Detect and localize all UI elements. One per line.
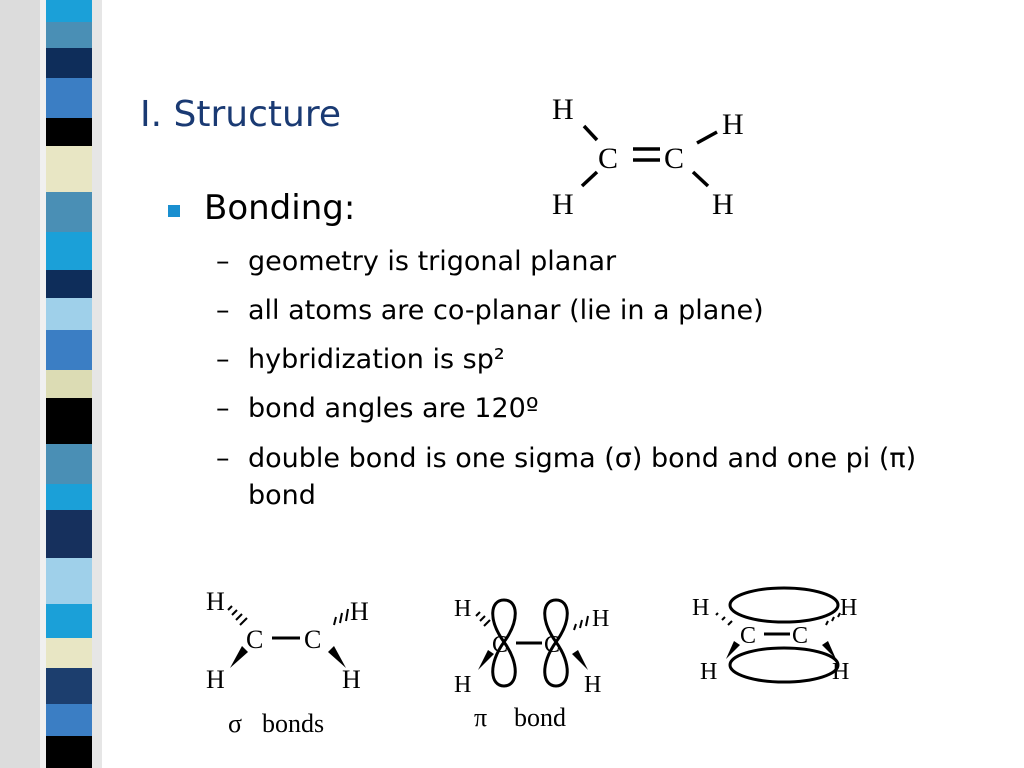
atom-c: C — [664, 142, 684, 175]
dash: – — [216, 295, 230, 326]
hashed-bond — [333, 608, 349, 626]
atom-h: H — [206, 665, 225, 694]
pi-bond-lobes — [728, 586, 840, 684]
hashed-bond — [715, 612, 733, 626]
atom-h: H — [840, 595, 857, 621]
double-bond-orbital-diagram: H H C C H H — [692, 586, 857, 685]
sub-item-text: hybridization is sp² — [248, 344, 505, 375]
pi-bond-diagram: H H C C H H π bond — [454, 596, 609, 732]
wedge-bond — [822, 641, 836, 659]
dash: – — [216, 443, 230, 474]
sub-item-text: bond angles are 120º — [248, 393, 539, 424]
sub-item-double-bond-cont: bond — [248, 480, 316, 511]
sub-item-coplanar: –all atoms are co-planar (lie in a plane… — [216, 291, 764, 331]
atom-h: H — [454, 596, 471, 622]
wedge-bond — [230, 646, 248, 668]
wedge-bond — [478, 650, 494, 670]
decorative-stripe — [0, 0, 115, 768]
dash: – — [216, 393, 230, 424]
bullet-bonding: Bonding: — [204, 188, 356, 228]
atom-c: C — [740, 623, 756, 649]
atom-h: H — [592, 606, 609, 632]
sigma-bonds-diagram: H H C C H H σ bonds — [206, 587, 369, 738]
slide-title: I. Structure — [140, 94, 341, 135]
atom-h: H — [552, 93, 574, 126]
atom-h: H — [712, 188, 734, 221]
hashed-bond — [227, 605, 248, 626]
atom-c: C — [492, 632, 508, 658]
atom-c: C — [544, 632, 560, 658]
diagram-caption: bonds — [262, 709, 324, 738]
atom-h: H — [454, 672, 471, 698]
atom-h: H — [584, 672, 601, 698]
atom-h: H — [700, 659, 717, 685]
ethylene-structure-diagram: H H C C H H — [552, 93, 744, 221]
bullet-square-icon — [168, 205, 180, 217]
sub-item-text: all atoms are co-planar (lie in a plane) — [248, 295, 764, 326]
sub-item-text: geometry is trigonal planar — [248, 246, 617, 277]
sub-item-double-bond: –double bond is one sigma (σ) bond and o… — [216, 439, 916, 479]
wedge-bond — [328, 646, 346, 668]
pi-symbol: π — [474, 703, 487, 732]
atom-h: H — [832, 659, 849, 685]
atom-h: H — [692, 595, 709, 621]
sub-item-text: double bond is one sigma (σ) bond and on… — [248, 443, 917, 474]
wedge-bond — [572, 650, 588, 670]
atom-h: H — [552, 188, 574, 221]
p-orbital-lobes — [491, 598, 569, 688]
hashed-bond — [573, 615, 589, 631]
stripe-edge — [92, 0, 102, 768]
diagram-caption: bond — [514, 703, 566, 732]
hashed-bond — [475, 611, 491, 627]
atom-c: C — [246, 625, 263, 654]
sub-item-geometry: –geometry is trigonal planar — [216, 242, 616, 282]
sigma-symbol: σ — [228, 709, 242, 738]
atom-c: C — [792, 623, 808, 649]
atom-h: H — [342, 665, 361, 694]
atom-h: H — [722, 108, 744, 141]
atom-h: H — [206, 587, 225, 616]
stripe-blocks — [46, 0, 92, 768]
atom-c: C — [304, 625, 321, 654]
hashed-bond — [825, 612, 841, 626]
sub-item-hybridization: –hybridization is sp² — [216, 340, 505, 380]
atom-c: C — [598, 142, 618, 175]
sub-item-angles: –bond angles are 120º — [216, 389, 539, 429]
dash: – — [216, 246, 230, 277]
bond-lines — [580, 124, 718, 188]
atom-h: H — [350, 597, 369, 626]
wedge-bond — [726, 641, 740, 659]
stripe-shadow — [0, 0, 46, 768]
dash: – — [216, 344, 230, 375]
